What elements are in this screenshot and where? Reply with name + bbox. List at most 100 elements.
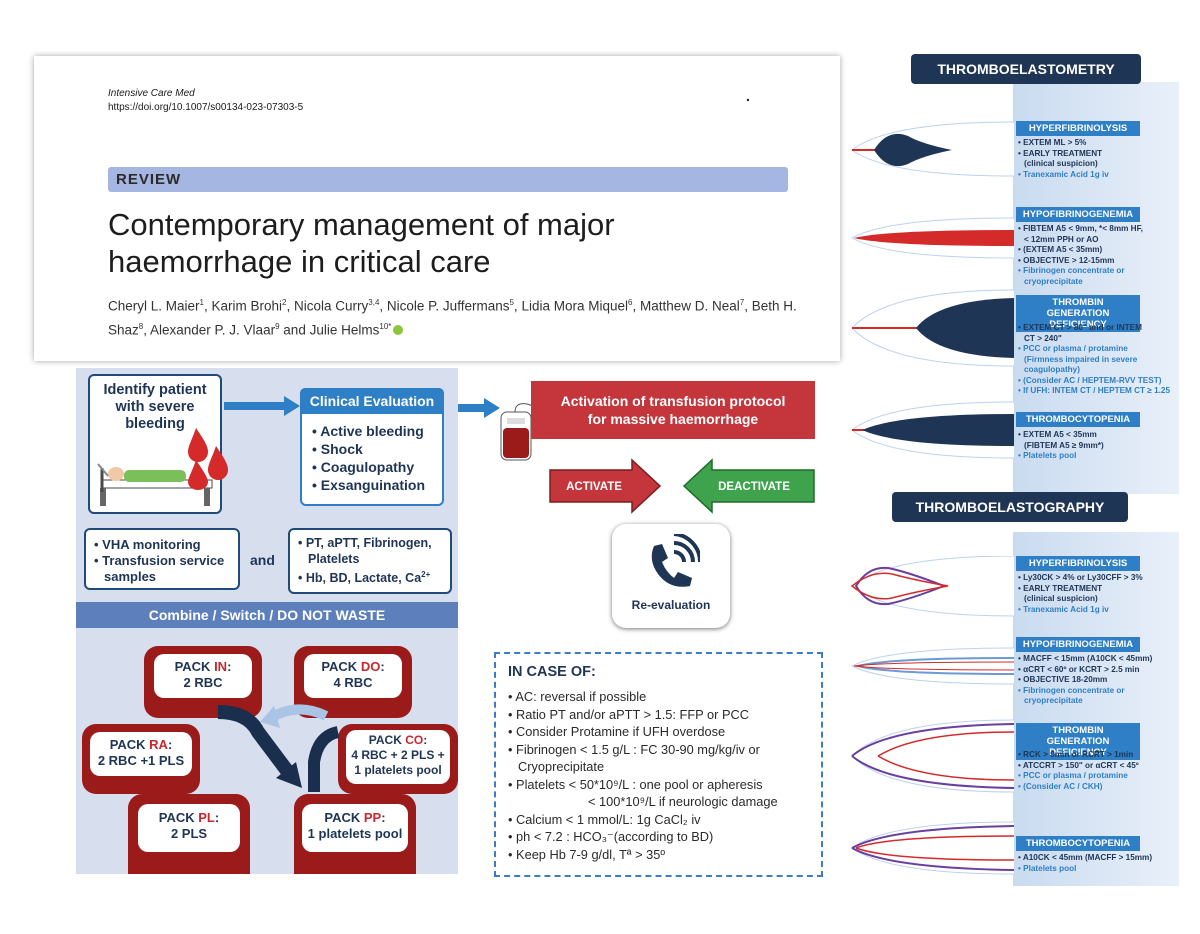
pack-in: PACK IN: 2 RBC bbox=[144, 646, 262, 718]
rotem-title: THROMBOELASTOMETRY bbox=[911, 54, 1141, 84]
criteria-line: • MACFF < 15mm (A10CK < 45mm) bbox=[1018, 654, 1153, 663]
deactivate-label: DEACTIVATE bbox=[718, 481, 790, 493]
rotem-trace-thrombocytopenia bbox=[851, 401, 1015, 459]
phone-icon bbox=[651, 534, 700, 587]
pack-pp: PACK PP: 1 platelets pool bbox=[294, 794, 416, 874]
article-title: Contemporary management of major haemorr… bbox=[108, 206, 798, 280]
rotem-trace-hyperfibrinolysis bbox=[851, 121, 1015, 177]
pack-ra-label: PACK RA: 2 RBC +1 PLS bbox=[90, 732, 192, 776]
criteria-line: • Platelets pool bbox=[1018, 863, 1077, 873]
lab-tests-box: • PT, aPTT, Fibrinogen, Platelets • Hb, … bbox=[288, 528, 452, 594]
teg-trace-hypofibrinogenemia bbox=[850, 647, 1015, 685]
list-item: • Transfusion service bbox=[94, 553, 225, 568]
criteria-line: coagulopathy) bbox=[1024, 365, 1080, 374]
list-item: • Ratio PT and/or aPTT > 1.5: FFP or PCC bbox=[508, 706, 749, 722]
teg-trace-thrombin-deficiency bbox=[851, 719, 1015, 793]
author-affiliation: 10* bbox=[379, 321, 392, 331]
blood-bag-icon bbox=[500, 403, 536, 461]
vha-list: • VHA monitoring • Transfusion service s… bbox=[94, 537, 224, 585]
criteria-line: • PCC or plasma / protamine bbox=[1018, 344, 1128, 353]
author-affiliation: 7 bbox=[739, 298, 745, 307]
pack-do-label: PACK DO: 4 RBC bbox=[304, 654, 402, 698]
pack-contents: 2 PLS bbox=[170, 826, 208, 841]
rotem-label-thrombocytopenia: THROMBOCYTOPENIA bbox=[1016, 412, 1140, 427]
management-flow: Identify patient with severe bleeding Cl… bbox=[76, 368, 458, 874]
activation-line-1: Activation of transfusion protocol bbox=[560, 393, 786, 409]
re-evaluation-label: Re-evaluation bbox=[631, 598, 711, 612]
author-name: Julie Helms bbox=[309, 322, 380, 337]
pack-suffix: : bbox=[214, 810, 220, 825]
pack-pl: PACK PL: 2 PLS bbox=[128, 794, 250, 874]
pack-name: PACK PL: bbox=[138, 810, 240, 826]
author-affiliation: 5 bbox=[509, 298, 514, 307]
author-affiliation: 6 bbox=[628, 298, 633, 307]
journal-name: Intensive Care Med bbox=[108, 88, 195, 99]
blood-drops-icon bbox=[188, 428, 228, 490]
rotem-trace-thrombin-deficiency bbox=[851, 289, 1015, 367]
combine-banner: Combine / Switch / DO NOT WASTE bbox=[76, 602, 458, 628]
criteria-line: • Fibrinogen concentrate or bbox=[1018, 266, 1125, 275]
identify-line-2: with severe bbox=[115, 399, 195, 415]
pack-contents: 1 platelets pool bbox=[354, 763, 442, 777]
author-name: Matthew D. Neal bbox=[639, 298, 740, 314]
activate-arrow[interactable] bbox=[549, 458, 662, 514]
criteria-line: cryoprecipitate bbox=[1024, 276, 1083, 286]
pack-in-label: PACK IN: 2 RBC bbox=[154, 654, 252, 698]
list-item: Cryoprecipitate bbox=[518, 759, 605, 774]
pack-code: IN bbox=[214, 659, 228, 674]
orcid-icon[interactable] bbox=[393, 325, 404, 336]
criteria-line: • (Consider AC / HEPTEM-RVV TEST) bbox=[1018, 375, 1162, 385]
pack-suffix: : bbox=[167, 737, 173, 752]
criteria-line: • Fibrinogen concentrate or bbox=[1018, 685, 1125, 695]
activation-protocol-box: Activation of transfusion protocol for m… bbox=[531, 381, 815, 439]
identify-line-1: Identify patient bbox=[103, 382, 207, 398]
criteria-line: • PCC or plasma / protamine bbox=[1018, 771, 1128, 780]
doi-link[interactable]: https://doi.org/10.1007/s00134-023-07303… bbox=[108, 102, 304, 113]
clinical-evaluation-box: Clinical Evaluation • Active bleeding • … bbox=[300, 388, 444, 506]
author-name: Beth H. Shaz bbox=[108, 298, 797, 338]
author-list: Cheryl L. Maier1, Karim Brohi2, Nicola C… bbox=[108, 298, 797, 338]
pack-name: PACK PP: bbox=[302, 810, 408, 826]
list-item: • Platelets < 50*10⁹/L : one pool or aph… bbox=[508, 776, 763, 792]
author-name: Nicole P. Juffermans bbox=[386, 298, 510, 314]
pack-contents: 2 RBC +1 PLS bbox=[97, 753, 185, 768]
author-affiliation: 8 bbox=[138, 321, 144, 331]
teg-traces bbox=[850, 556, 1015, 875]
author-name: Cheryl L. Maier bbox=[108, 298, 200, 314]
criteria-line: CT > 240" bbox=[1024, 333, 1062, 343]
pack-ra: PACK RA: 2 RBC +1 PLS bbox=[82, 724, 200, 794]
criteria-line: • αCRT < 60º or KCRT > 2.5 min bbox=[1018, 664, 1140, 674]
pack-contents: 4 RBC + 2 PLS + bbox=[351, 748, 445, 762]
arrow-right-icon bbox=[458, 398, 500, 418]
criteria-line: • EXTEM CT > 80" and or INTEM bbox=[1018, 323, 1142, 332]
switch-arrows-icon bbox=[217, 704, 340, 792]
clinical-evaluation-list: • Active bleeding • Shock • Coagulopathy… bbox=[312, 422, 425, 494]
rotem-text-hypofibrinogenemia: • FIBTEM A5 < 9mm, *< 8mm HF,< 12mm PPH … bbox=[1018, 224, 1182, 287]
pack-code: PP bbox=[363, 810, 382, 825]
criteria-line: • FIBTEM A5 < 9mm, *< 8mm HF, bbox=[1018, 224, 1143, 233]
pack-contents: 2 RBC bbox=[183, 675, 223, 690]
list-item: • Calcium < 1 mmol/L: 1g CaCl₂ iv bbox=[508, 811, 701, 827]
rotem-traces bbox=[850, 121, 1015, 459]
pack-name: PACK RA: bbox=[90, 737, 192, 753]
pack-code: CO bbox=[405, 733, 424, 747]
section-label: REVIEW bbox=[116, 171, 182, 188]
identify-patient-text: Identify patient with severe bleeding bbox=[90, 382, 220, 433]
criteria-line: • OBJECTIVE > 12-15mm bbox=[1018, 255, 1115, 265]
pack-contents: 4 RBC bbox=[333, 675, 373, 690]
pack-suffix: : bbox=[227, 659, 232, 674]
header-dot: . bbox=[746, 88, 750, 104]
criteria-line: • (EXTEM A5 < 35mm) bbox=[1018, 245, 1103, 254]
author-affiliation: 2 bbox=[282, 298, 287, 307]
rotem-trace-hypofibrinogenemia bbox=[850, 217, 1015, 259]
list-item: samples bbox=[104, 569, 157, 584]
teg-title: THROMBOELASTOGRAPHY bbox=[892, 492, 1128, 522]
list-item: • Keep Hb 7-9 g/dl, Tª > 35º bbox=[508, 846, 665, 862]
criteria-line: • If UFH: INTEM CT / HEPTEM CT ≥ 1.25 bbox=[1018, 386, 1171, 395]
deactivate-arrow[interactable] bbox=[682, 458, 815, 514]
re-evaluation-tile: Re-evaluation bbox=[612, 524, 730, 628]
list-item: Platelets bbox=[308, 551, 360, 566]
paper-header: Intensive Care Med https://doi.org/10.10… bbox=[34, 56, 840, 361]
list-item: • Exsanguination bbox=[312, 477, 426, 493]
rotem-text-thrombocytopenia: • EXTEM A5 < 35mm(FIBTEM A5 ≥ 9mm*)• Pla… bbox=[1018, 430, 1182, 462]
